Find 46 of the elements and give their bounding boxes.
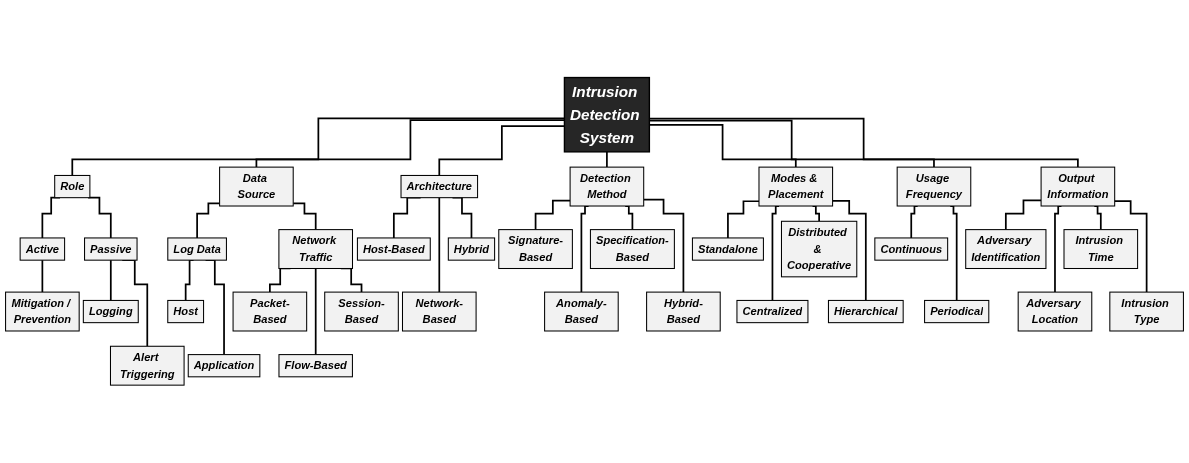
node-box: Passive — [84, 237, 138, 261]
connector — [534, 199, 571, 231]
node-box: Periodical — [924, 300, 990, 324]
node-box: Usage Frequency — [896, 166, 972, 207]
connector — [109, 259, 112, 302]
node-box: Standalone — [691, 237, 764, 261]
node-box: Distributed & Cooperative — [780, 220, 858, 278]
node-box: Alert Triggering — [109, 345, 185, 386]
node-box: Specification-Based — [589, 229, 675, 270]
connector — [771, 205, 780, 302]
node-box: Hybrid — [447, 237, 496, 261]
node-box: Active — [19, 237, 66, 261]
node-box: Data Source — [219, 166, 294, 207]
node-box: Intrusion Time — [1063, 229, 1139, 270]
node-box: Adversary Identification — [965, 229, 1047, 270]
node-box: Flow-Based — [278, 354, 353, 378]
node-box: Intrusion Detection System — [563, 77, 651, 153]
node-box: Network Traffic — [278, 229, 353, 270]
node-box: Application — [187, 354, 261, 378]
node-box: Continuous — [874, 237, 949, 261]
connector — [1004, 199, 1042, 231]
node-box: Mitigation / Prevention — [5, 291, 80, 332]
node-box: Signature-Based — [498, 229, 573, 270]
node-box: Host-Based — [356, 237, 431, 261]
node-box: Centralized — [736, 300, 809, 324]
node-box: Intrusion Type — [1109, 291, 1184, 332]
node-box: Log Data — [167, 237, 227, 261]
connector — [41, 259, 44, 294]
node-box: Role — [54, 175, 91, 199]
connector — [606, 151, 608, 169]
node-box: Adversary Location — [1017, 291, 1093, 332]
node-box: Hierarchical — [827, 300, 904, 324]
node-box: Packet-Based — [232, 291, 308, 332]
connector — [87, 196, 112, 239]
connector — [314, 267, 317, 356]
node-box: Anomaly-Based — [544, 291, 619, 332]
node-box: Network-Based — [401, 291, 477, 332]
node-box: Host — [167, 300, 205, 324]
node-box: Hybrid-Based — [646, 291, 721, 332]
node-box: Session-Based — [324, 291, 399, 332]
node-box: Output Information — [1040, 166, 1116, 207]
connector — [438, 196, 441, 294]
node-box: Detection Method — [569, 166, 645, 207]
node-box: Architecture — [400, 175, 479, 199]
node-box: Logging — [82, 300, 139, 324]
node-box: Modes & Placement — [758, 166, 834, 207]
